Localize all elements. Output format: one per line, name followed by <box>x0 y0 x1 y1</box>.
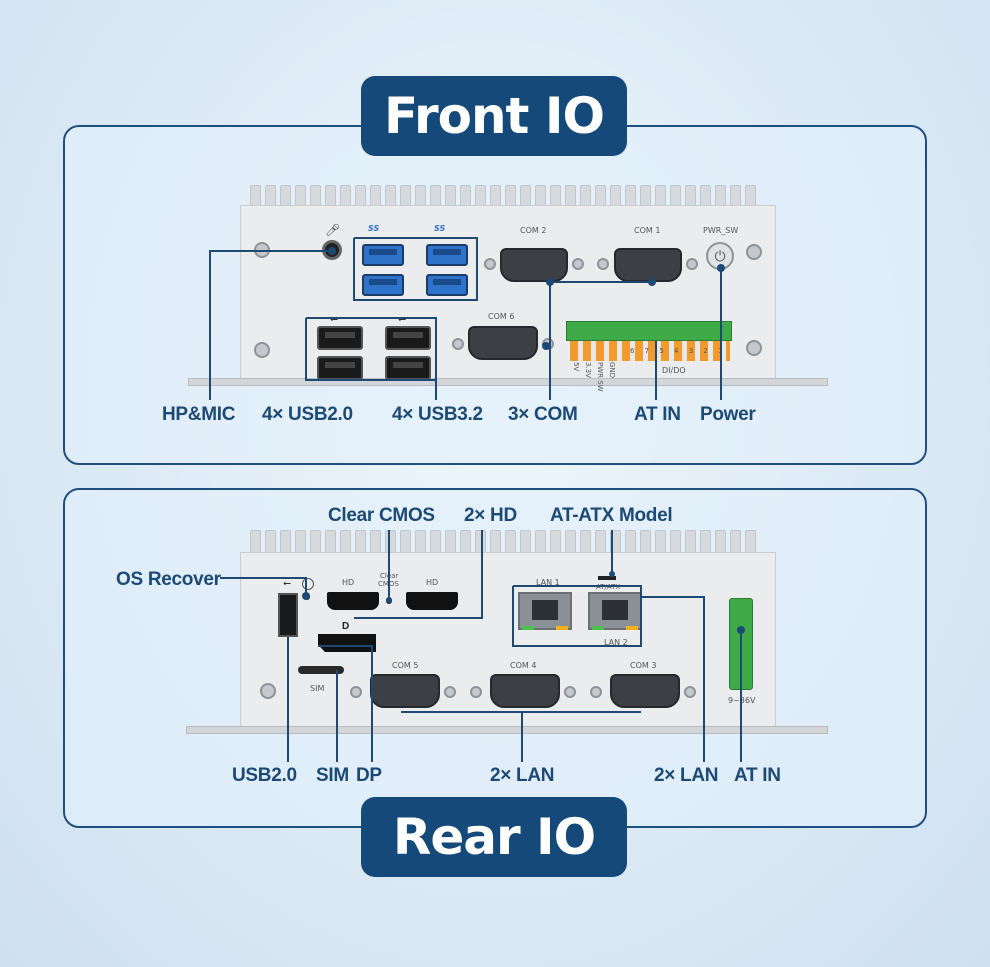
callout-os-recover: OS Recover <box>116 569 221 590</box>
com1-label: COM 1 <box>634 226 661 235</box>
power-button[interactable]: ⏻ <box>706 242 734 270</box>
front-io-title: Front IO <box>361 76 627 156</box>
com4-label: COM 4 <box>510 661 537 670</box>
usb3-port[interactable] <box>426 274 468 296</box>
callout-hp-mic: HP&MIC <box>162 404 236 425</box>
pin-numbers: 6 7 5 4 3 2 1 <box>630 347 727 355</box>
rear-io-title: Rear IO <box>361 797 627 877</box>
usb3-port[interactable] <box>362 274 404 296</box>
displayport-port[interactable] <box>318 634 376 652</box>
heatsink-fins <box>250 185 756 209</box>
lan-led-icon <box>626 626 638 630</box>
callout-hd: 2× HD <box>464 505 517 526</box>
callout-at-atx: AT-ATX Model <box>550 505 673 526</box>
terminal-pins <box>570 341 730 361</box>
usb3-logo: SS <box>434 224 446 233</box>
com1-port[interactable] <box>614 248 682 282</box>
screw-icon <box>572 258 584 270</box>
callout-com: 3× COM <box>508 404 578 425</box>
screw-icon <box>597 258 609 270</box>
screw-icon <box>444 686 456 698</box>
callout-at-in: AT IN <box>634 404 681 425</box>
headset-mic-icon: 🎤︎ <box>325 223 341 237</box>
pin-gnd-label: GND <box>608 362 616 379</box>
usb3-port[interactable] <box>426 244 468 266</box>
mounting-bracket <box>188 378 828 386</box>
screw-icon <box>686 258 698 270</box>
screw-icon <box>350 686 362 698</box>
sim-label: SIM <box>310 684 325 693</box>
callout-clear-cmos: Clear CMOS <box>328 505 435 526</box>
hdmi-port-2[interactable] <box>406 592 458 610</box>
usb-icon: ⭠ <box>398 314 406 325</box>
usb3-logo: SS <box>368 224 380 233</box>
os-recover-icon <box>302 578 314 590</box>
displayport-icon: D <box>342 621 350 632</box>
callout-lan-b: 2× LAN <box>654 765 719 786</box>
dido-label: DI/DO <box>662 366 686 375</box>
screw-icon <box>452 338 464 350</box>
callout-usb2: USB2.0 <box>232 765 297 786</box>
screw-icon <box>746 244 762 260</box>
com2-port[interactable] <box>500 248 568 282</box>
screw-icon <box>746 340 762 356</box>
lan-led-icon <box>522 626 534 630</box>
lan-led-icon <box>556 626 568 630</box>
pin-pwr-sw-label: PWR SW <box>596 362 604 392</box>
com2-label: COM 2 <box>520 226 547 235</box>
screw-icon <box>590 686 602 698</box>
com3-label: COM 3 <box>630 661 657 670</box>
usb2-port[interactable] <box>385 326 431 350</box>
mounting-bracket <box>186 726 828 734</box>
callout-power: Power <box>700 404 756 425</box>
callout-usb3: 4× USB3.2 <box>392 404 483 425</box>
hd1-label: HD <box>342 578 355 587</box>
usb2-port[interactable] <box>278 593 298 637</box>
callout-sim: SIM <box>316 765 349 786</box>
ground-screw-icon <box>260 683 276 699</box>
callout-at-in: AT IN <box>734 765 781 786</box>
power-icon: ⏻ <box>714 247 726 264</box>
sim-slot[interactable] <box>298 666 344 674</box>
usb-icon: ⭠ <box>283 578 291 589</box>
callout-lan-a: 2× LAN <box>490 765 555 786</box>
usb-icon: ⭠ <box>330 314 338 325</box>
lan-led-icon <box>592 626 604 630</box>
hdmi-port-1[interactable] <box>327 592 379 610</box>
screw-icon <box>484 258 496 270</box>
callout-dp: DP <box>356 765 382 786</box>
usb3-port[interactable] <box>362 244 404 266</box>
usb2-port[interactable] <box>317 326 363 350</box>
com6-port[interactable] <box>468 326 538 360</box>
screw-icon <box>564 686 576 698</box>
callout-usb2: 4× USB2.0 <box>262 404 353 425</box>
usb2-port[interactable] <box>385 356 431 380</box>
screw-icon <box>470 686 482 698</box>
com5-label: COM 5 <box>392 661 419 670</box>
lan1-port[interactable] <box>518 592 572 630</box>
pin-5v-label: 5V <box>572 362 580 372</box>
screw-icon <box>254 342 270 358</box>
at-atx-switch[interactable] <box>598 576 616 580</box>
pwr-sw-label: PWR_SW <box>703 226 739 235</box>
com6-label: COM 6 <box>488 312 515 321</box>
hd2-label: HD <box>426 578 439 587</box>
dido-terminal-block[interactable] <box>566 321 732 341</box>
screw-icon <box>684 686 696 698</box>
com4-port[interactable] <box>490 674 560 708</box>
pin-33v-label: 3.3V <box>584 362 592 378</box>
lan2-label: LAN 2 <box>604 638 628 647</box>
lan1-label: LAN 1 <box>536 578 560 587</box>
com3-port[interactable] <box>610 674 680 708</box>
